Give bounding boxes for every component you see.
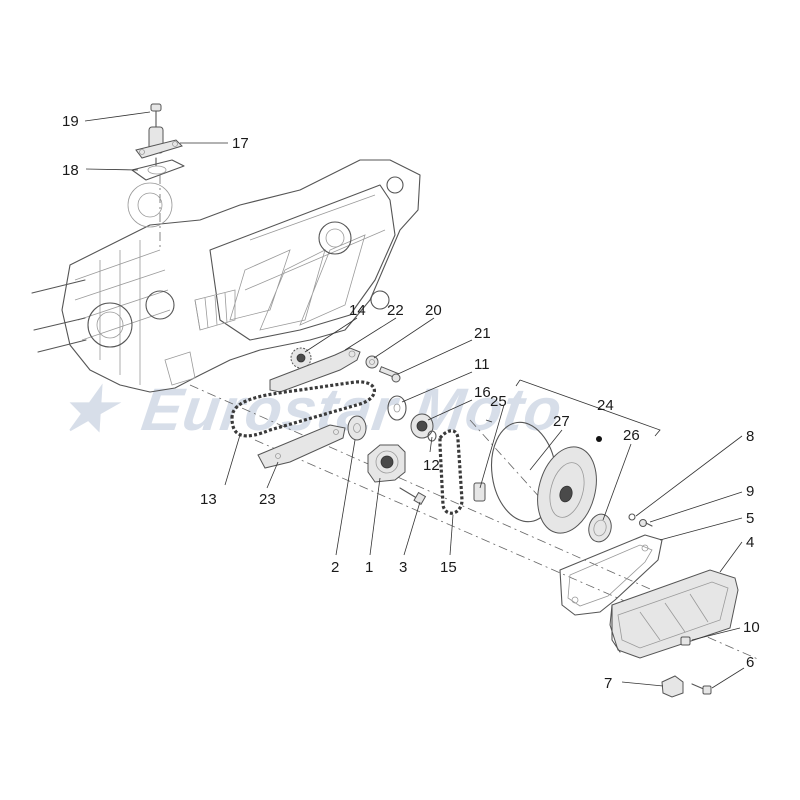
part-5-sump-gasket (559, 534, 663, 616)
callout-27: 27 (553, 413, 570, 430)
callout-22: 22 (387, 302, 404, 319)
part-3-bolt (399, 487, 427, 506)
part-9-screw (639, 519, 653, 527)
part-6-bolt (691, 683, 712, 695)
leader-lines (84, 111, 745, 689)
callout-21: 21 (474, 325, 491, 342)
part-13-timing-chain (230, 380, 376, 438)
part-12-circlip (427, 430, 437, 442)
part-22-chain-guide (269, 347, 361, 393)
callout-18: 18 (62, 162, 79, 179)
callout-6: 6 (746, 654, 754, 671)
part-16-sprocket (410, 413, 434, 439)
callout-labels: 19 17 18 14 22 20 21 11 16 25 24 27 12 2… (62, 113, 760, 692)
part-1-oil-pump (367, 444, 406, 483)
part-18-gasket (131, 159, 185, 181)
callout-5: 5 (746, 510, 754, 527)
part-2-plate (347, 415, 367, 441)
callout-15: 15 (440, 559, 457, 576)
group-24-bracket (515, 379, 661, 437)
callout-14: 14 (349, 302, 366, 319)
svg-text:★: ★ (56, 375, 126, 443)
callout-17: 17 (232, 135, 249, 152)
callout-4: 4 (746, 534, 754, 551)
callout-16: 16 (474, 384, 491, 401)
part-25-block (473, 482, 486, 502)
part-20-bushing (365, 355, 379, 369)
part-17-chain-tensioner (135, 126, 183, 167)
callout-7: 7 (604, 675, 612, 692)
callout-12: 12 (423, 457, 440, 474)
part-10-plug (680, 636, 691, 646)
part-7-drain-fitting (661, 675, 684, 698)
part-19-bolt (150, 103, 162, 129)
part-21-screw (378, 366, 401, 383)
callout-20: 20 (425, 302, 442, 319)
callout-8: 8 (746, 428, 754, 445)
part-8-washer (628, 513, 636, 521)
callout-10: 10 (743, 619, 760, 636)
callout-3: 3 (399, 559, 407, 576)
callout-13: 13 (200, 491, 217, 508)
part-11-washer (387, 395, 407, 421)
part-24-pump-cover (537, 436, 602, 534)
callout-9: 9 (746, 483, 754, 500)
part-4-oil-sump (609, 569, 739, 659)
callout-23: 23 (259, 491, 276, 508)
callout-2: 2 (331, 559, 339, 576)
callout-1: 1 (365, 559, 373, 576)
callout-24: 24 (597, 397, 614, 414)
part-26-seal (588, 513, 612, 543)
part-15-pump-chain (438, 429, 464, 515)
callout-26: 26 (623, 427, 640, 444)
engine-crankcase (31, 159, 421, 393)
callout-11: 11 (474, 356, 490, 373)
callout-19: 19 (62, 113, 79, 130)
part-14-sprocket (290, 347, 312, 369)
callout-25: 25 (490, 393, 507, 410)
part-23-chain-guide (257, 424, 346, 469)
